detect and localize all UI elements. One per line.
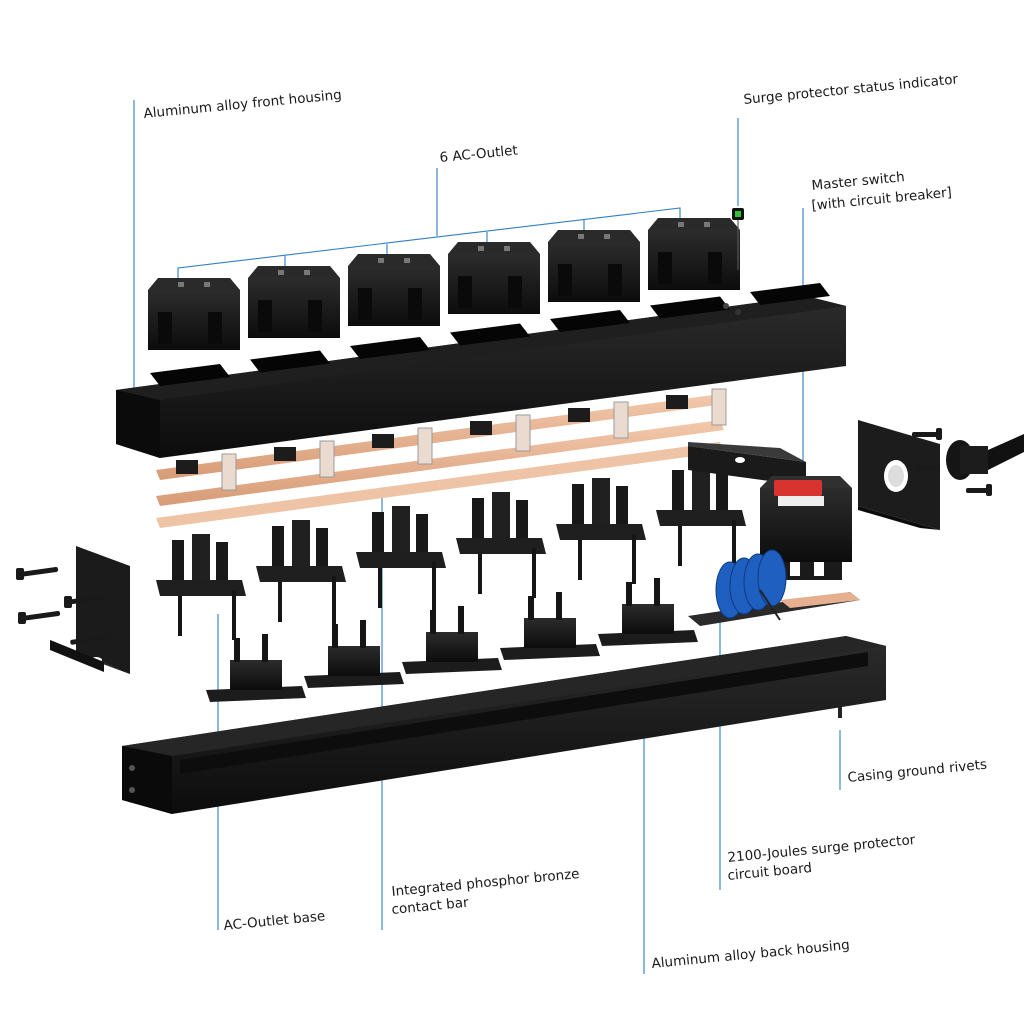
- outlet-bases: [156, 464, 746, 640]
- outlet-base-3: [356, 506, 446, 612]
- contact-clip: [568, 408, 590, 422]
- contact-blade: [515, 414, 531, 452]
- front-housing-cutout: [450, 323, 530, 346]
- label-surge-board-1: 2100-Joules surge protector: [727, 832, 917, 866]
- front-housing-cutout: [350, 337, 430, 359]
- lower-base-3: [402, 606, 502, 674]
- lower-base-5: [598, 578, 698, 646]
- copper-strip-low: [156, 442, 724, 528]
- contact-clip: [372, 434, 394, 448]
- contact-clip: [470, 421, 492, 435]
- phosphor-bronze-contact-bar: [156, 388, 727, 528]
- label-ground-rivets: Casing ground rivets: [847, 757, 988, 786]
- outlet-base-4: [456, 492, 546, 598]
- right-end-plate: [858, 420, 940, 530]
- front-housing-cutout: [650, 296, 730, 319]
- contact-blade: [417, 427, 433, 465]
- end-plate-screws: [16, 566, 111, 645]
- surge-protector-board: [688, 549, 860, 626]
- mov-disc: [757, 549, 787, 607]
- label-status-indicator: Surge protector status indicator: [743, 71, 959, 108]
- outlet-base-6: [656, 464, 746, 570]
- contact-blade: [221, 453, 237, 491]
- front-housing-cutout: [550, 310, 630, 332]
- contact-blade: [613, 401, 629, 439]
- front-housing-cutout: [250, 350, 330, 373]
- outlet-base-1: [156, 534, 246, 640]
- lower-outlet-bases: [206, 578, 698, 702]
- label-front-housing: Aluminum alloy front housing: [143, 87, 343, 122]
- label-contact-bar-2: contact bar: [391, 895, 470, 918]
- back-housing: [122, 636, 886, 814]
- label-contact-bar-1: Integrated phosphor bronze: [391, 866, 580, 900]
- ac-outlet-2: [248, 266, 340, 338]
- contact-clip: [666, 395, 688, 409]
- ac-outlet-4: [448, 242, 540, 314]
- master-switch: [760, 476, 852, 580]
- label-outlet-base: AC-Outlet base: [223, 908, 326, 934]
- copper-strip-mid: [156, 420, 724, 506]
- lower-base-4: [500, 592, 600, 660]
- logo-mark: [723, 303, 729, 309]
- ac-outlet-5: [548, 230, 640, 302]
- contact-blade: [711, 388, 727, 426]
- ac-outlet-1: [148, 278, 240, 350]
- ac-outlets: [148, 218, 740, 350]
- left-end-plate: [50, 546, 130, 674]
- lower-base-1: [206, 634, 306, 702]
- power-plug: [946, 434, 1024, 480]
- plate-screws: [912, 428, 992, 496]
- front-housing-cutout: [150, 364, 230, 386]
- labels: Aluminum alloy front housing 6 AC-Outlet…: [143, 71, 988, 972]
- status-indicator-led: [732, 208, 744, 270]
- front-housing: [116, 283, 846, 458]
- ac-outlet-3: [348, 254, 440, 326]
- ac-outlet-6: [648, 218, 740, 290]
- contact-clip: [274, 447, 296, 461]
- contact-blade: [319, 440, 335, 478]
- lower-base-2: [304, 620, 404, 688]
- contact-clip: [176, 460, 198, 474]
- front-housing-cutout: [750, 283, 830, 305]
- mov-lead: [759, 589, 781, 621]
- outlet-base-5: [556, 478, 646, 584]
- outlet-base-2: [256, 520, 346, 626]
- label-back-housing: Aluminum alloy back housing: [651, 937, 851, 972]
- label-outlets: 6 AC-Outlet: [439, 143, 519, 166]
